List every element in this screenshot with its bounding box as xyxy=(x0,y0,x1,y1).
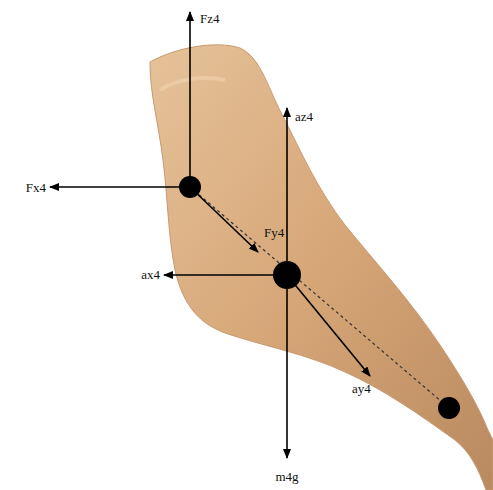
weight-label: m4g xyxy=(275,470,298,483)
force-label: Fz4 xyxy=(200,12,220,25)
acceleration-label: ay4 xyxy=(352,382,371,395)
joint-dot xyxy=(438,397,460,419)
foot-segment xyxy=(150,45,493,490)
acceleration-label: az4 xyxy=(295,110,313,123)
segment-axis xyxy=(190,187,449,408)
joint-dot xyxy=(179,176,201,198)
mass-center-dot xyxy=(273,261,301,289)
force-label: Fx4 xyxy=(26,181,46,194)
force-vectors xyxy=(50,12,370,458)
acceleration-label: ax4 xyxy=(141,268,160,281)
force-label: Fy4 xyxy=(264,226,284,239)
